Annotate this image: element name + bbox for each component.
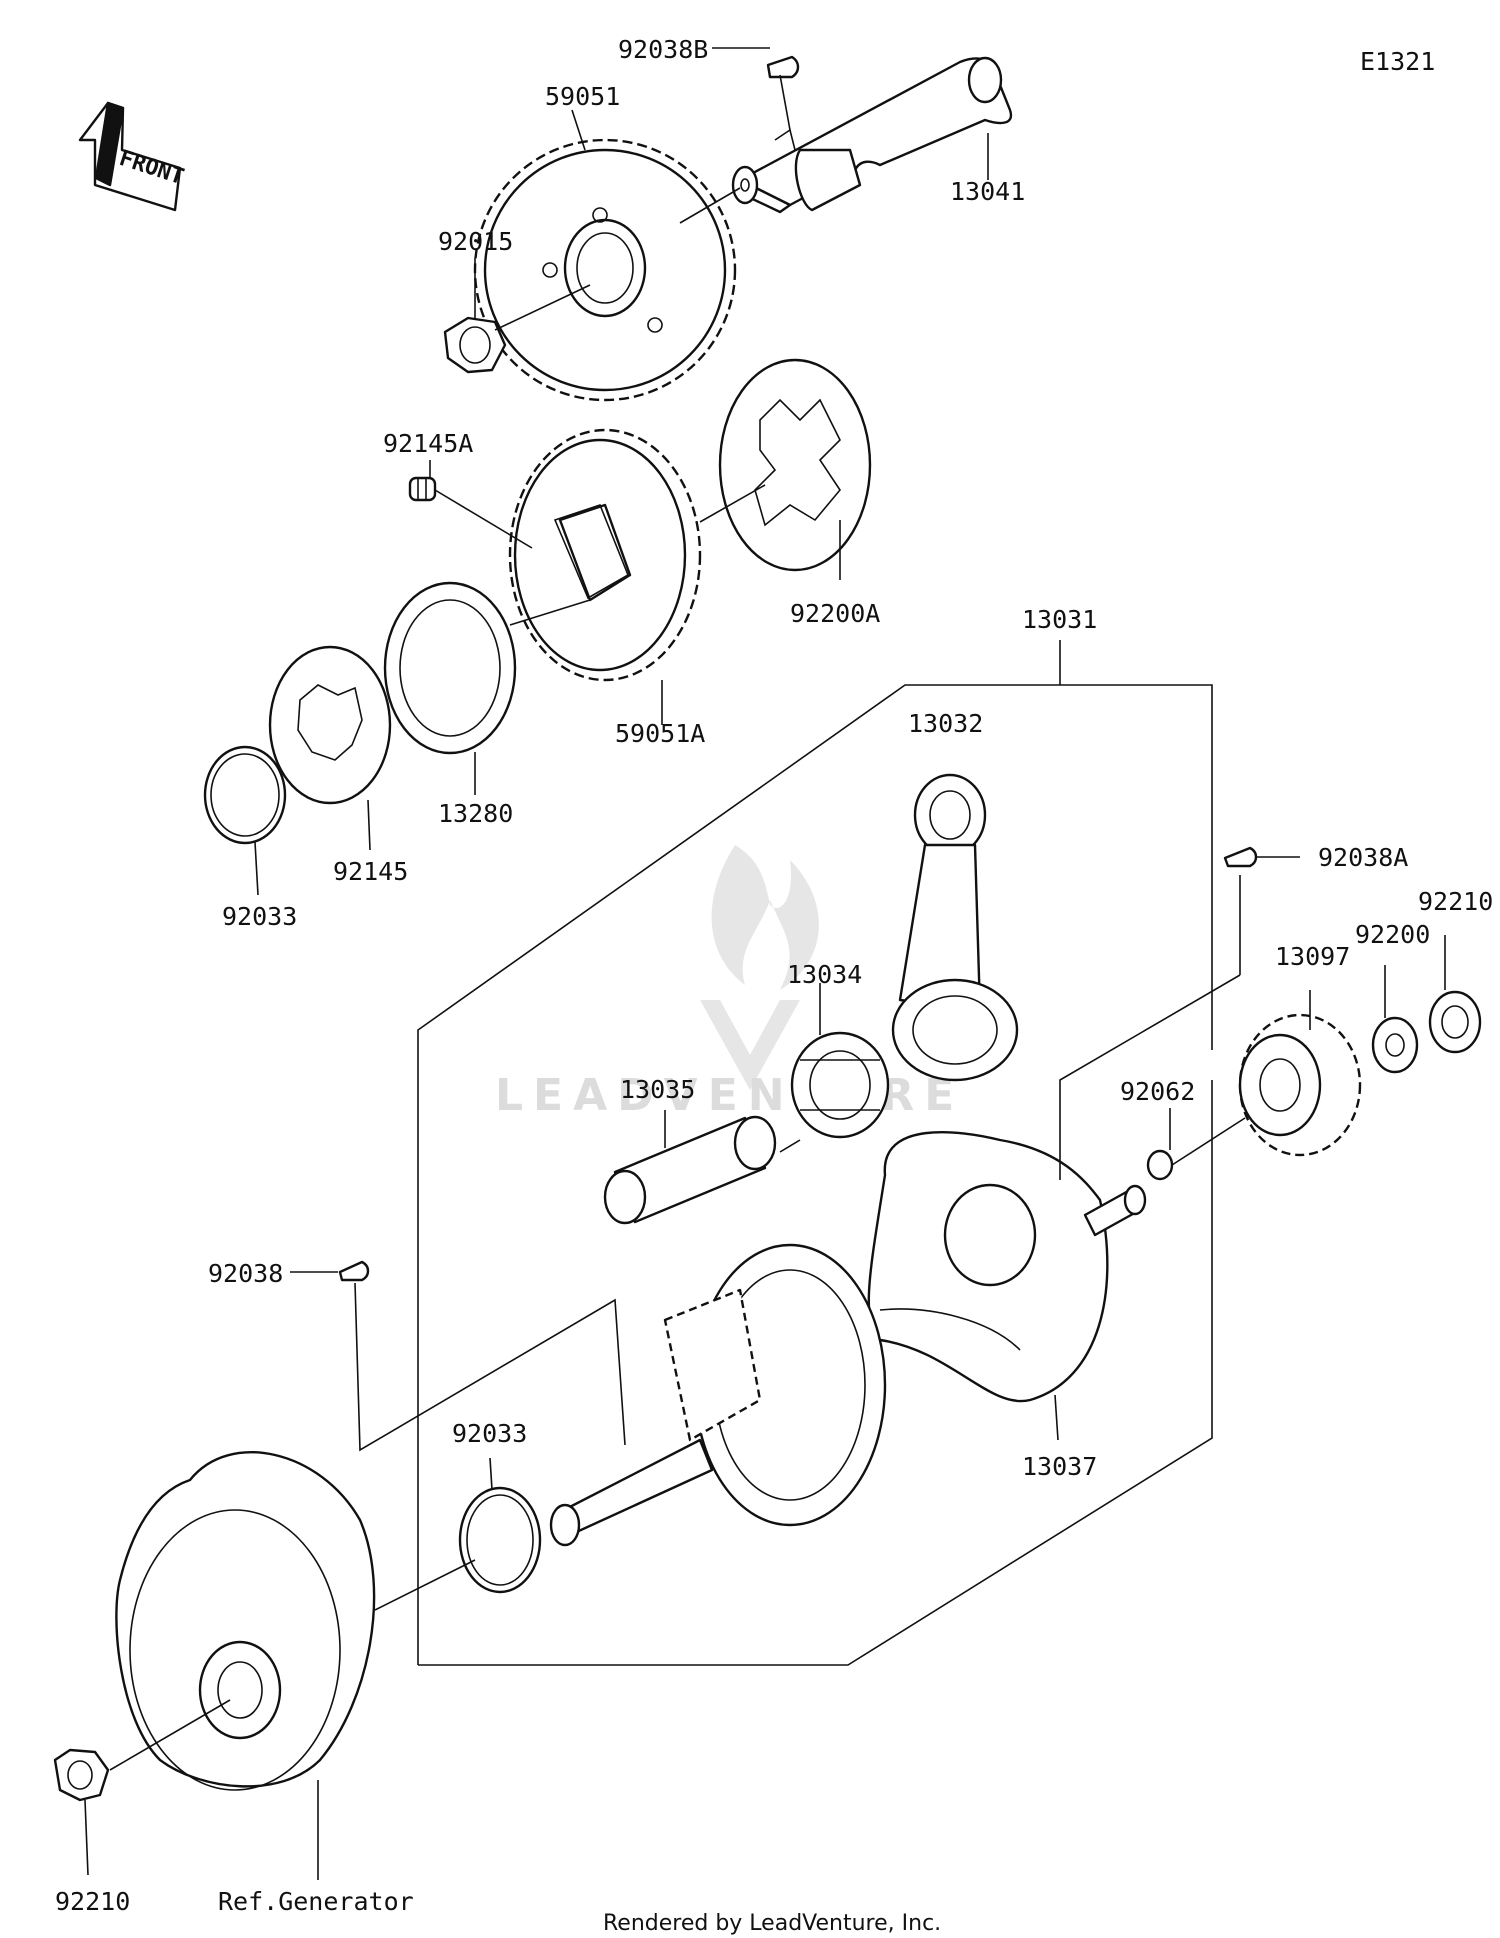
label-59051: 59051 [545, 82, 620, 111]
label-92033-bottom: 92033 [452, 1419, 527, 1448]
label-92210-left: 92210 [55, 1887, 130, 1916]
label-92038a: 92038A [1318, 843, 1408, 872]
key-92038a [1223, 846, 1258, 868]
label-92200a: 92200A [790, 599, 880, 628]
nut-92015 [443, 316, 507, 374]
connecting-rod-13032 [891, 773, 1019, 1082]
label-92038b: 92038B [618, 35, 708, 64]
crankshaft-flywheel-half [549, 1243, 887, 1547]
key-icon [766, 55, 800, 79]
key-92038b [766, 55, 800, 79]
label-92015: 92015 [438, 227, 513, 256]
watermark: LEADVENTURE [495, 845, 964, 1121]
label-13031: 13031 [1022, 605, 1097, 634]
label-13041: 13041 [950, 177, 1025, 206]
label-13032: 13032 [908, 709, 983, 738]
watermark-text: LEADVENTURE [495, 1070, 964, 1121]
label-59051a: 59051A [615, 719, 705, 748]
gear-59051a [508, 428, 702, 682]
diagram-id: E1321 [1360, 47, 1435, 76]
crankshaft-13037 [867, 1131, 1147, 1403]
spring-plate-92145 [268, 645, 392, 805]
label-92210-right: 92210 [1418, 887, 1493, 916]
watermark-v-icon [700, 1000, 800, 1090]
circlip-92033-bottom [458, 1486, 542, 1594]
nut-92210-left [53, 1748, 110, 1802]
leader-lines [84, 47, 1446, 1880]
label-92062: 92062 [1120, 1077, 1195, 1106]
label-13034: 13034 [787, 960, 862, 989]
generator-rotor [115, 1451, 376, 1791]
part-labels: 92038B 59051 13041 92015 92145A 92200A 1… [55, 35, 1493, 1916]
label-ref-generator: Ref.Generator [218, 1887, 414, 1916]
key-92038 [338, 1260, 370, 1282]
label-13280: 13280 [438, 799, 513, 828]
front-arrow: FRONT [78, 101, 187, 212]
circlip-92033-top [203, 745, 287, 845]
crankshaft-assembly-bracket [417, 640, 1213, 1666]
label-13037: 13037 [1022, 1452, 1097, 1481]
label-92038: 92038 [208, 1259, 283, 1288]
label-13097: 13097 [1275, 942, 1350, 971]
footer-credit: Rendered by LeadVenture, Inc. [603, 1911, 941, 1936]
balancer-shaft-13041 [731, 56, 1013, 214]
watermark-flame-icon [711, 845, 819, 990]
washer-13280 [383, 581, 517, 755]
label-92033-top: 92033 [222, 902, 297, 931]
label-92200: 92200 [1355, 920, 1430, 949]
label-92145a: 92145A [383, 429, 473, 458]
bearing-13034 [790, 1031, 890, 1139]
washer-92200 [1371, 1016, 1419, 1074]
spring-92145a [408, 476, 437, 502]
label-92145: 92145 [333, 857, 408, 886]
pin-92062 [1146, 1149, 1174, 1181]
pin-13035 [603, 1115, 777, 1225]
spacer-92200a [718, 358, 872, 572]
gear-59051 [473, 138, 737, 402]
label-13035: 13035 [620, 1075, 695, 1104]
gear-13097 [1238, 1013, 1362, 1157]
nut-92210-right [1428, 990, 1482, 1054]
